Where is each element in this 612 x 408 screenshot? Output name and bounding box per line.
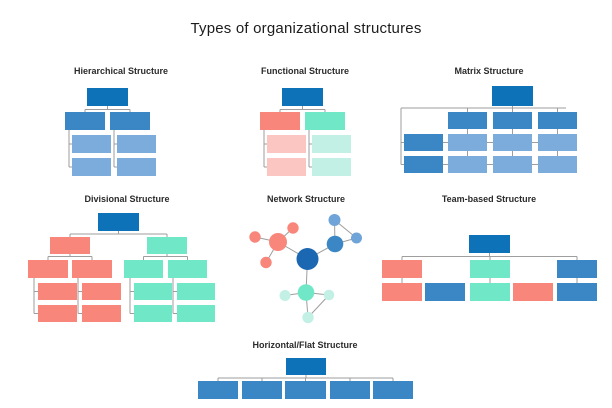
matrix-program-box	[538, 112, 577, 129]
divisional-sub-box	[82, 305, 121, 322]
team-member-box	[513, 283, 553, 301]
hierarchical-l3-box	[72, 158, 111, 176]
network-node-central	[296, 248, 319, 270]
functional-sub-box	[312, 135, 351, 153]
functional-sub-box	[312, 158, 351, 176]
network-node-blue-right	[351, 232, 362, 244]
flat-member-box	[373, 381, 413, 399]
divisional-unit-box	[72, 260, 112, 278]
network-node-salmon-hub	[269, 233, 287, 251]
functional-connectors	[263, 106, 326, 168]
matrix-cell-box	[448, 134, 487, 151]
functional-sub-box	[267, 158, 306, 176]
team-based-connectors	[401, 253, 578, 283]
hierarchical-l3-box	[117, 158, 156, 176]
team-member-box	[557, 283, 597, 301]
matrix-cell-box	[538, 134, 577, 151]
team-lead-box	[470, 260, 510, 278]
flat-member-box	[330, 381, 370, 399]
matrix-function-box	[404, 156, 443, 173]
network-node-salmon-left	[249, 231, 261, 243]
matrix-program-box	[493, 112, 532, 129]
divisional-division-box	[50, 237, 90, 254]
matrix-cell-box	[493, 156, 532, 173]
network-node-blue-hub	[326, 235, 344, 253]
flat-member-box	[242, 381, 282, 399]
matrix-cell-box	[538, 156, 577, 173]
divisional-unit-box	[28, 260, 68, 278]
network-node-teal-left	[279, 290, 291, 301]
section-title-divisional: Divisional Structure	[84, 194, 170, 204]
network-node-salmon-bottom	[260, 256, 272, 269]
section-title-hierarchical: Hierarchical Structure	[73, 66, 169, 76]
team-lead-box	[382, 260, 422, 278]
divisional-unit-box	[124, 260, 163, 278]
team-root-box	[469, 235, 510, 253]
functional-root-box	[282, 88, 323, 106]
functional-dept-box	[305, 112, 345, 130]
team-member-box	[382, 283, 422, 301]
team-member-box	[470, 283, 510, 301]
matrix-cell-box	[448, 156, 487, 173]
matrix-function-box	[404, 134, 443, 151]
hierarchical-connectors	[68, 106, 131, 168]
network-node-salmon-top	[287, 222, 299, 234]
divisional-sub-box	[134, 283, 172, 300]
hierarchical-root-box	[87, 88, 128, 106]
divisional-sub-box	[82, 283, 121, 300]
hierarchical-l2-box	[65, 112, 105, 130]
network-node-blue-top	[328, 214, 341, 226]
team-lead-box	[557, 260, 597, 278]
flat-root-box	[286, 358, 326, 375]
divisional-sub-box	[134, 305, 172, 322]
functional-sub-box	[267, 135, 306, 153]
horizontal-flat-connectors	[217, 375, 394, 381]
section-title-functional: Functional Structure	[260, 66, 349, 76]
network-node-teal-hub	[297, 284, 315, 301]
matrix-root-box	[492, 86, 533, 106]
hierarchical-l3-box	[117, 135, 156, 153]
network-links	[254, 219, 357, 318]
network-node-teal-right	[323, 289, 335, 301]
section-title-network: Network Structure	[266, 194, 346, 204]
divisional-sub-box	[38, 283, 77, 300]
divisional-unit-box	[168, 260, 207, 278]
section-title-horizontal-flat: Horizontal/Flat Structure	[252, 340, 358, 350]
matrix-cell-box	[493, 134, 532, 151]
divisional-sub-box	[177, 305, 215, 322]
flat-member-box	[198, 381, 238, 399]
section-title-matrix: Matrix Structure	[454, 66, 524, 76]
divisional-sub-box	[177, 283, 215, 300]
section-title-team-based: Team-based Structure	[441, 194, 537, 204]
functional-dept-box	[260, 112, 300, 130]
network-node-teal-bottom	[302, 311, 314, 324]
divisional-root-box	[98, 213, 139, 231]
hierarchical-l3-box	[72, 135, 111, 153]
team-member-box	[425, 283, 465, 301]
matrix-program-box	[448, 112, 487, 129]
divisional-division-box	[147, 237, 187, 254]
divisional-connectors	[33, 231, 188, 314]
divisional-sub-box	[38, 305, 77, 322]
network-nodes	[249, 214, 362, 324]
hierarchical-l2-box	[110, 112, 150, 130]
page-title: Types of organizational structures	[190, 20, 422, 37]
flat-member-box	[285, 381, 326, 399]
